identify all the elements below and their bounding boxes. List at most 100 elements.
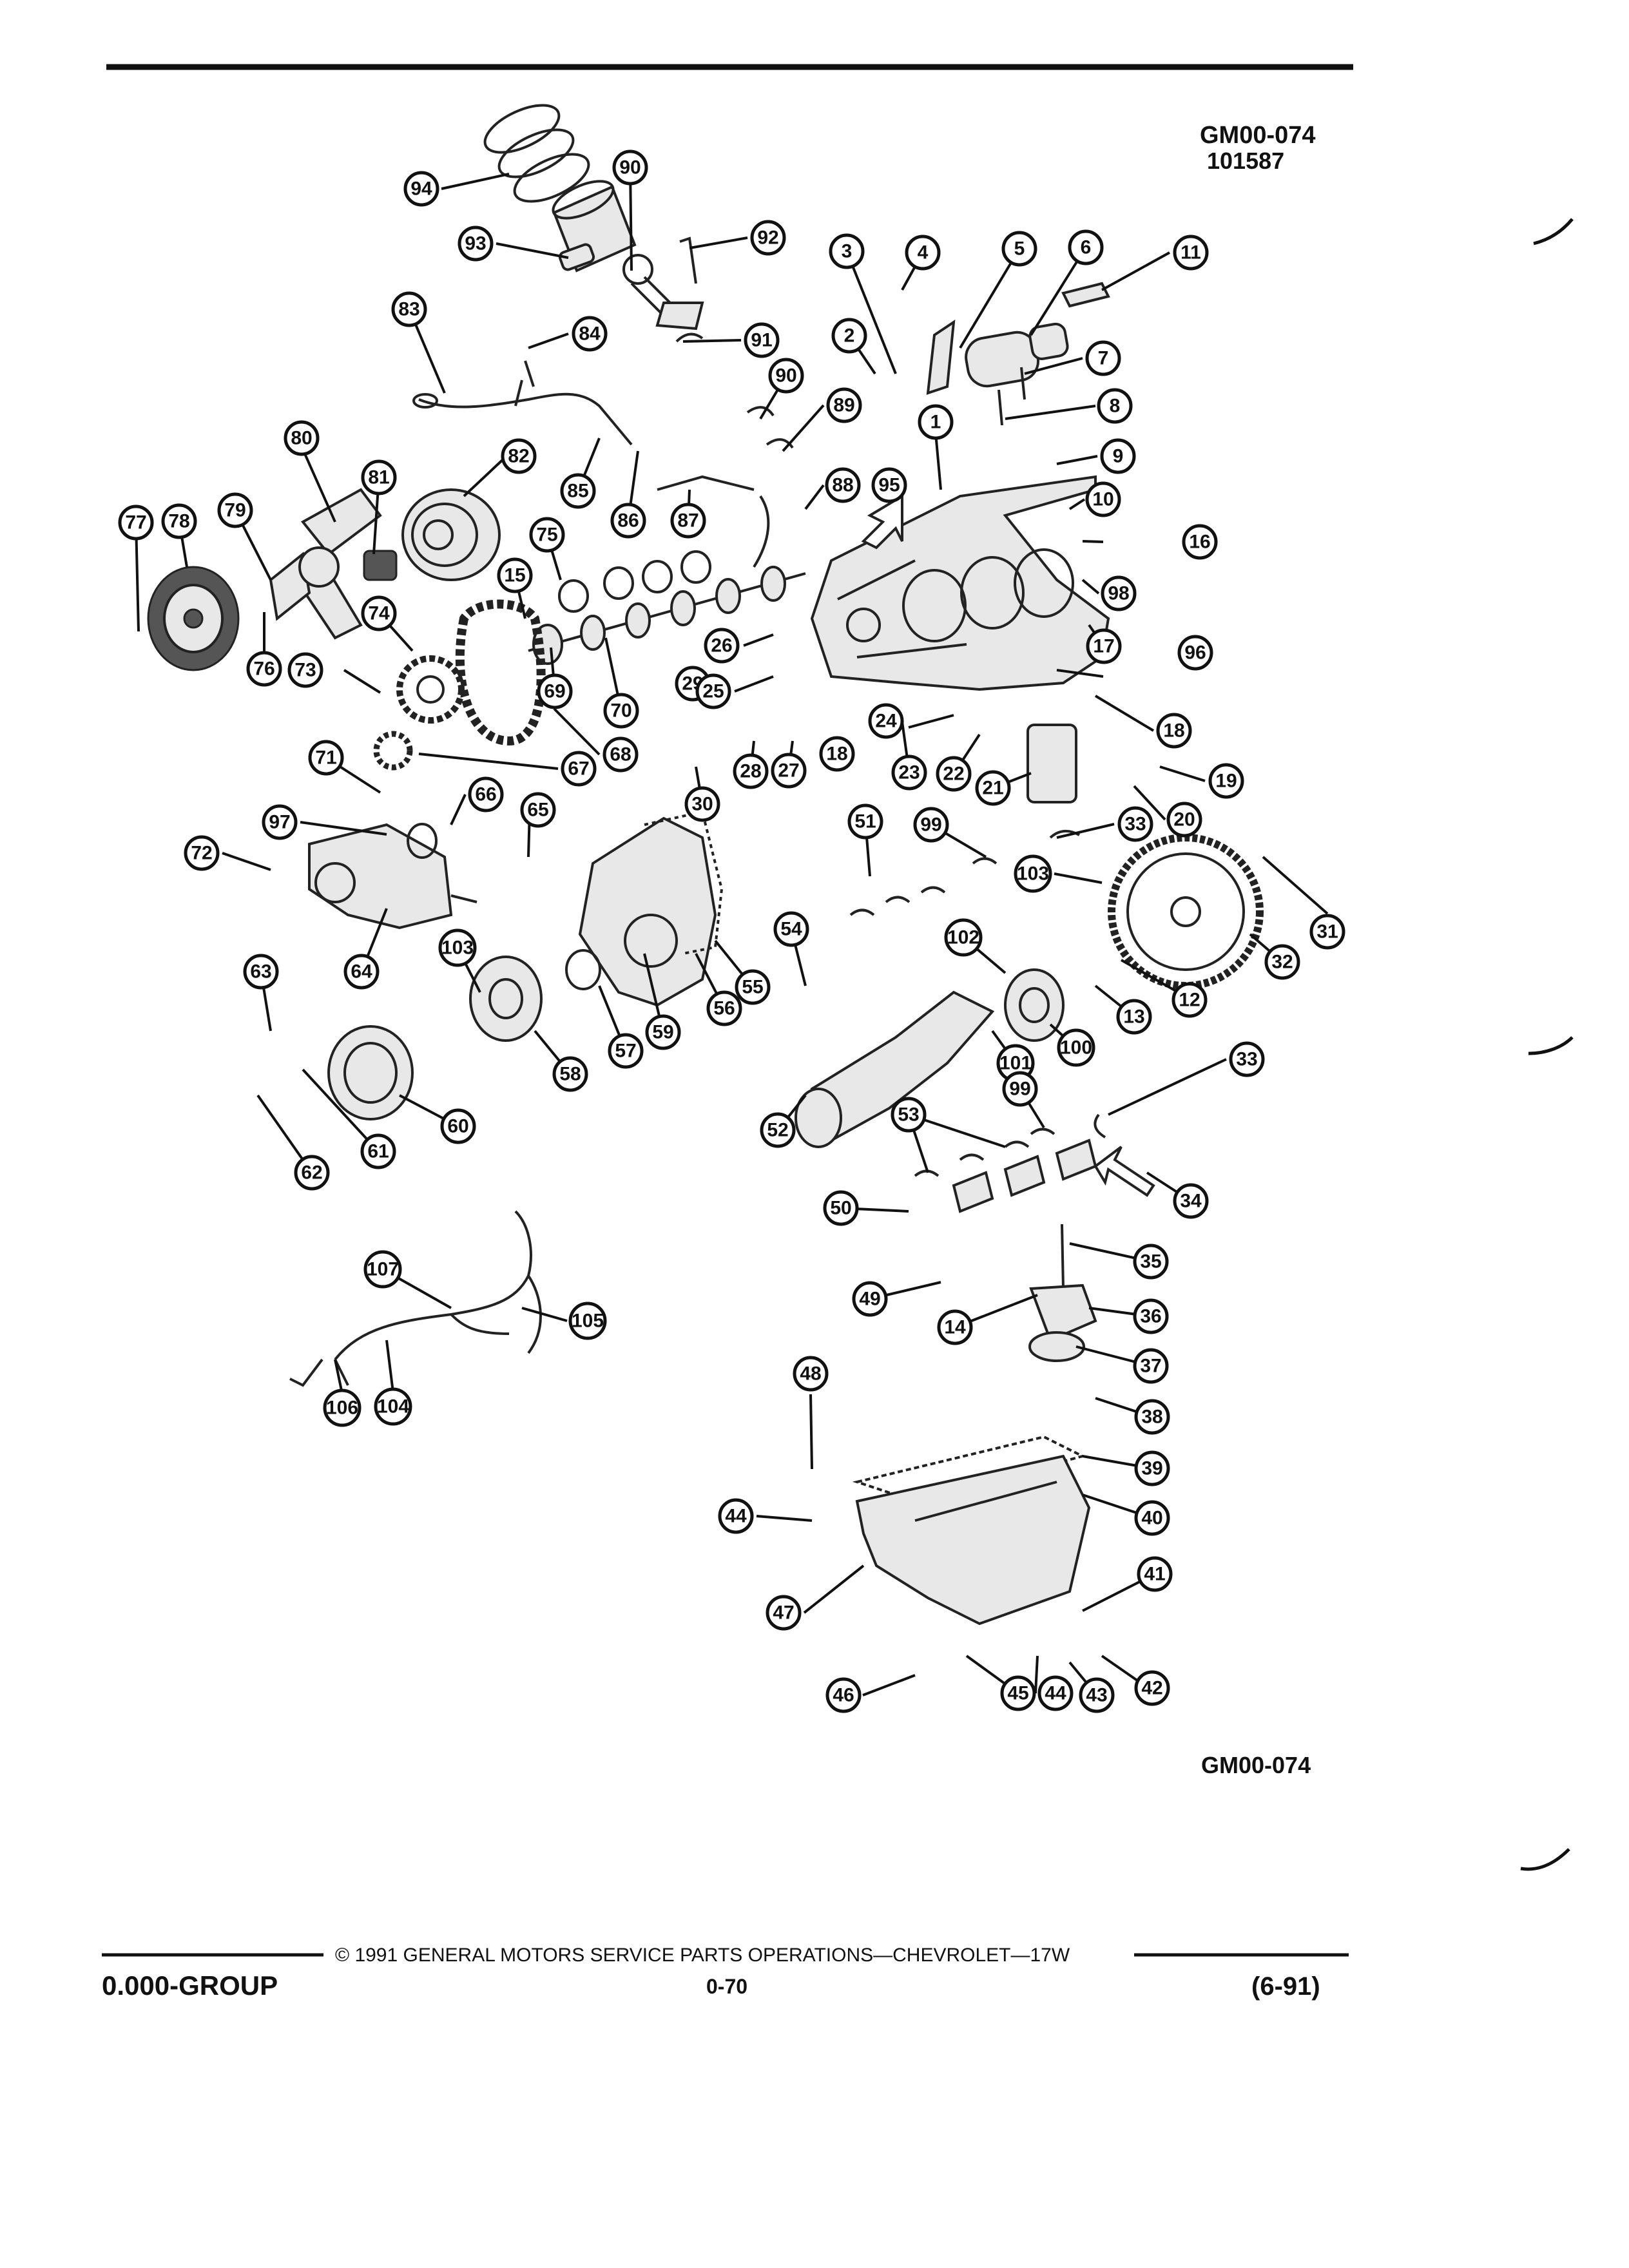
callout-circle — [829, 233, 865, 269]
thrust-bearing-lower — [1094, 1113, 1106, 1139]
callout-circle — [1116, 999, 1152, 1035]
callout-number: 19 — [1215, 771, 1237, 792]
callout-79: 79 — [217, 492, 253, 528]
callout-circle — [217, 492, 253, 528]
callout-16: 16 — [1182, 524, 1218, 560]
callout-number: 24 — [875, 711, 897, 732]
callout-50: 50 — [823, 1190, 859, 1226]
callout-63: 63 — [243, 954, 279, 990]
callout-circle — [246, 651, 282, 687]
callout-circle — [602, 736, 639, 773]
callout-number: 37 — [1140, 1356, 1161, 1377]
callout-number: 68 — [610, 744, 631, 765]
callout-circle — [403, 171, 439, 207]
callout-number: 77 — [125, 512, 146, 533]
starter-bracket — [926, 319, 956, 395]
callout-circle — [773, 911, 809, 947]
edge-mark-3 — [1520, 1848, 1570, 1871]
callout-circle — [706, 990, 742, 1026]
footer-date-code: (6-91) — [1251, 1972, 1320, 2001]
callout-94: 94 — [403, 171, 439, 207]
callout-number: 93 — [465, 233, 486, 255]
callout-circle — [937, 1309, 973, 1345]
callout-40: 40 — [1134, 1500, 1170, 1536]
callout-circle — [391, 291, 427, 327]
callout-circle — [552, 1056, 588, 1092]
callout-8: 8 — [1097, 388, 1133, 424]
callout-circle — [718, 1498, 754, 1534]
callout-number: 59 — [652, 1022, 673, 1043]
callout-32: 32 — [1264, 944, 1300, 980]
callout-circle — [568, 1302, 607, 1340]
callout-circle — [529, 517, 565, 553]
callout-47: 47 — [766, 1595, 802, 1631]
callout-12: 12 — [1171, 982, 1208, 1018]
callout-circle — [750, 220, 786, 256]
callout-number: 39 — [1141, 1458, 1162, 1479]
callout-circle — [184, 835, 220, 871]
callout-9: 9 — [1100, 438, 1136, 474]
callout-number: 60 — [447, 1116, 468, 1137]
callout-83: 83 — [391, 291, 427, 327]
callout-circle — [560, 473, 596, 509]
callout-65: 65 — [520, 792, 556, 828]
starter-shield — [1061, 282, 1110, 308]
callout-28: 28 — [733, 753, 769, 789]
callout-number: 41 — [1144, 1564, 1165, 1585]
callout-3: 3 — [829, 233, 865, 269]
callout-81: 81 — [361, 459, 397, 495]
callout-34: 34 — [1173, 1183, 1209, 1219]
callout-circle — [891, 754, 927, 791]
callout-circle — [603, 693, 639, 729]
callout-number: 33 — [1124, 814, 1146, 835]
callout-number: 80 — [291, 428, 312, 449]
callout-circle — [868, 703, 904, 739]
callout-number: 49 — [859, 1289, 880, 1310]
callout-84: 84 — [572, 316, 608, 352]
callout-number: 7 — [1098, 348, 1109, 369]
callout-45: 45 — [1000, 1675, 1036, 1711]
callout-circle — [1101, 575, 1137, 611]
callout-circle — [891, 1097, 927, 1133]
callout-36: 36 — [1133, 1298, 1169, 1334]
callout-number: 92 — [757, 227, 778, 249]
callout-number: 46 — [833, 1685, 854, 1706]
callout-number: 84 — [579, 323, 601, 345]
callout-76: 76 — [246, 651, 282, 687]
callout-number: 45 — [1007, 1683, 1028, 1704]
cam-bearings — [558, 550, 711, 613]
rod-bearings — [675, 332, 794, 449]
callout-circle — [1085, 340, 1121, 376]
callout-number: 83 — [398, 299, 419, 320]
callout-number: 78 — [168, 511, 189, 532]
callout-number: 28 — [740, 761, 761, 782]
callout-1: 1 — [918, 404, 954, 440]
callout-51: 51 — [847, 803, 883, 840]
callout-circle — [1133, 1298, 1169, 1334]
callout-number: 33 — [1236, 1049, 1257, 1070]
callout-circle — [744, 322, 780, 358]
connecting-rod — [622, 236, 704, 331]
callout-43: 43 — [1079, 1677, 1115, 1713]
callout-103: 103 — [438, 928, 477, 967]
callout-58: 58 — [552, 1056, 588, 1092]
callout-106: 106 — [323, 1389, 361, 1427]
callout-circle — [262, 804, 298, 840]
callout-number: 1 — [930, 412, 941, 433]
camshaft-sprocket — [396, 655, 465, 724]
callout-74: 74 — [361, 595, 397, 631]
callout-circle — [826, 387, 862, 423]
callout-circle — [520, 792, 556, 828]
callout-44: 44 — [1037, 1675, 1074, 1711]
callout-number: 61 — [367, 1141, 389, 1162]
callout-circle — [1229, 1041, 1265, 1077]
piston-rings — [483, 104, 590, 203]
callout-number: 9 — [1113, 446, 1124, 467]
footer-page-number: 0-70 — [706, 1975, 747, 1998]
callout-number: 76 — [253, 658, 275, 680]
callout-circle — [831, 318, 867, 354]
callout-66: 66 — [468, 776, 504, 812]
callout-circle — [793, 1356, 829, 1392]
callout-circle — [1086, 628, 1122, 664]
camshaft — [528, 566, 806, 665]
